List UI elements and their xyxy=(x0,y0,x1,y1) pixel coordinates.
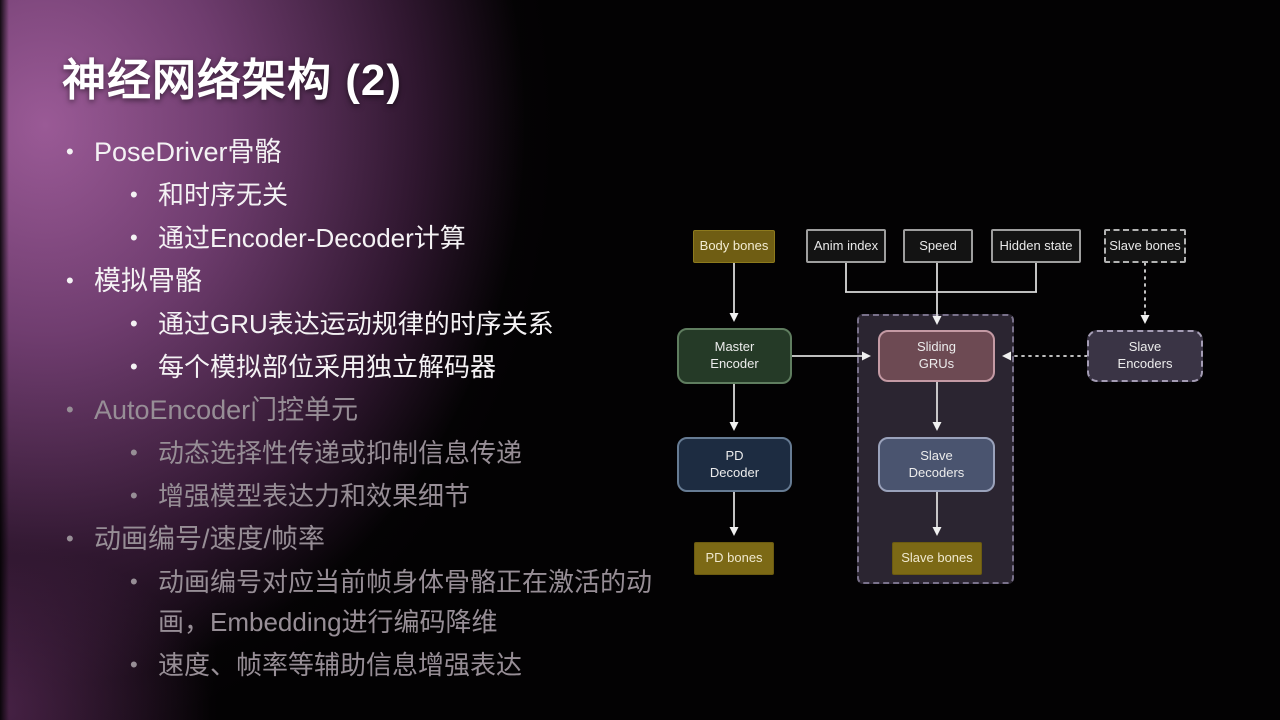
bullet-text: AutoEncoder门控单元 xyxy=(94,395,359,425)
bullet-dot: • xyxy=(130,182,138,207)
bullet-item: • 速度、帧率等辅助信息增强表达 xyxy=(130,645,666,685)
bullet-text: 和时序无关 xyxy=(158,180,289,210)
node-master-encoder-label: Master Encoder xyxy=(710,339,759,371)
bullet-dot: • xyxy=(130,483,138,508)
node-sliding-grus: Sliding GRUs xyxy=(878,330,995,382)
node-body-bones-label: Body bones xyxy=(699,238,769,254)
node-pd-decoder-label: PD Decoder xyxy=(709,447,760,480)
bullet-text: 速度、帧率等辅助信息增强表达 xyxy=(158,650,523,680)
bullet-item: • PoseDriver骨骼 xyxy=(66,132,666,172)
bullet-dot: • xyxy=(130,440,138,465)
node-sliding-grus-label: Sliding GRUs xyxy=(916,339,957,371)
bullet-list: • PoseDriver骨骼 • 和时序无关 • 通过Encoder-Decoder计… xyxy=(66,132,666,685)
node-speed: Speed xyxy=(903,229,973,263)
bullet-dot: • xyxy=(130,652,138,677)
node-body-bones: Body bones xyxy=(693,230,775,263)
bullet-item: • 动态选择性传递或抑制信息传递 xyxy=(130,433,666,473)
bullet-dot: • xyxy=(66,268,74,293)
node-slave-bones-input: Slave bones xyxy=(1104,229,1186,263)
bullet-item: • 动画编号/速度/帧率 xyxy=(66,519,666,559)
bullet-item: • 动画编号对应当前帧身体骨骼正在激活的动画，Embedding进行编码降维 xyxy=(130,562,666,642)
bullet-text: 动画编号/速度/帧率 xyxy=(94,524,326,554)
bullet-text: 动态选择性传递或抑制信息传递 xyxy=(158,438,523,468)
node-pd-bones: PD bones xyxy=(694,542,774,575)
bullet-item: • 每个模拟部位采用独立解码器 xyxy=(130,347,666,387)
bullet-dot: • xyxy=(130,569,138,594)
node-hidden-state-label: Hidden state xyxy=(999,237,1073,253)
bullet-item: • 和时序无关 xyxy=(130,175,666,215)
node-anim-index: Anim index xyxy=(806,229,886,263)
bullet-text: 每个模拟部位采用独立解码器 xyxy=(158,352,497,382)
bullet-text: 增强模型表达力和效果细节 xyxy=(158,481,471,511)
bullet-item: • 模拟骨骼 xyxy=(66,261,666,301)
bullet-text: 通过Encoder-Decoder计算 xyxy=(158,223,466,253)
node-slave-decoders-label: Slave Decoders xyxy=(908,447,965,480)
bullet-text: 模拟骨骼 xyxy=(94,266,202,296)
node-slave-decoders: Slave Decoders xyxy=(878,437,995,492)
bullet-dot: • xyxy=(66,139,74,164)
bullet-item: • 增强模型表达力和效果细节 xyxy=(130,476,666,516)
bullet-dot: • xyxy=(130,225,138,250)
bullet-dot: • xyxy=(66,397,74,422)
bullet-dot: • xyxy=(66,526,74,551)
page-title: 神经网络架构 (2) xyxy=(62,56,402,105)
node-speed-label: Speed xyxy=(919,237,957,253)
node-master-encoder: Master Encoder xyxy=(677,328,792,384)
node-slave-encoders: Slave Encoders xyxy=(1087,330,1203,382)
node-pd-bones-label: PD bones xyxy=(705,550,763,566)
node-hidden-state: Hidden state xyxy=(991,229,1081,263)
bullet-item: • 通过GRU表达运动规律的时序关系 xyxy=(130,304,666,344)
bullet-text: 动画编号对应当前帧身体骨骼正在激活的动画，Embedding进行编码降维 xyxy=(158,567,653,637)
bullet-dot: • xyxy=(130,354,138,379)
node-slave-encoders-label: Slave Encoders xyxy=(1117,339,1173,371)
node-slave-bones-output: Slave bones xyxy=(892,542,982,575)
bullet-text: PoseDriver骨骼 xyxy=(94,137,282,167)
bullet-dot: • xyxy=(130,311,138,336)
node-pd-decoder: PD Decoder xyxy=(677,437,792,492)
bullet-item: • AutoEncoder门控单元 xyxy=(66,390,666,430)
bullet-text: 通过GRU表达运动规律的时序关系 xyxy=(158,309,554,339)
node-anim-index-label: Anim index xyxy=(813,237,879,253)
node-slave-bones-input-label: Slave bones xyxy=(1109,237,1181,253)
node-slave-bones-output-label: Slave bones xyxy=(901,550,973,566)
bullet-item: • 通过Encoder-Decoder计算 xyxy=(130,218,666,258)
